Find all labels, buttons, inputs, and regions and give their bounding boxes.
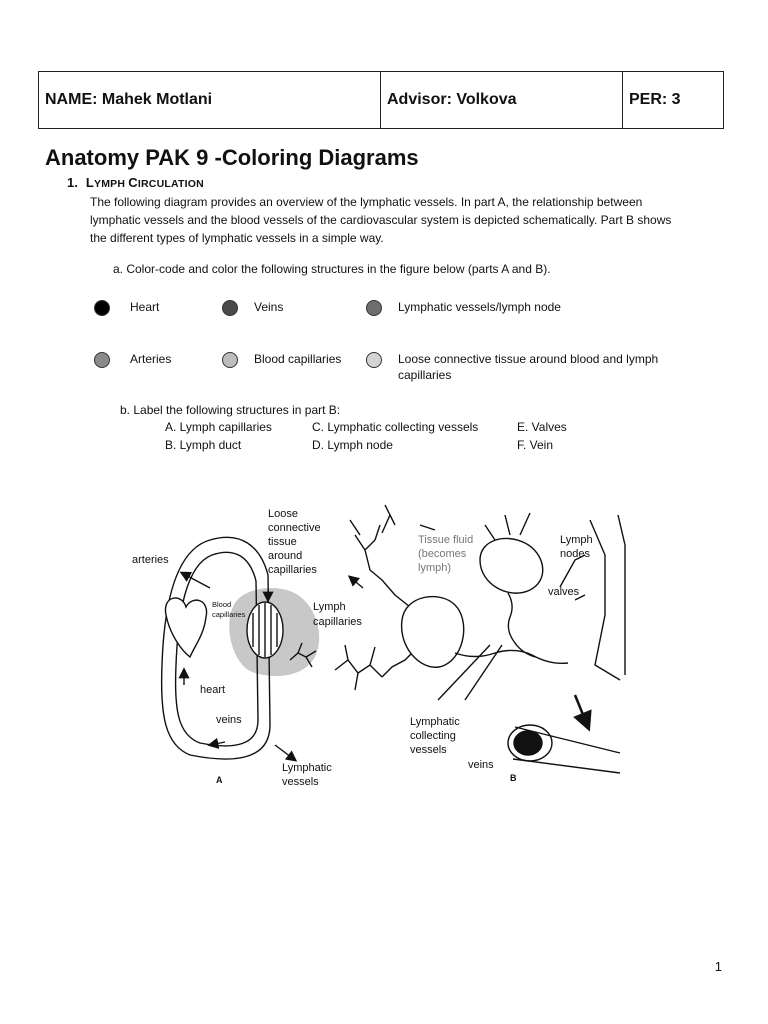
section-number: 1.: [67, 175, 79, 190]
fig-lymph-vessels-2: vessels: [282, 776, 319, 788]
page-title: Anatomy PAK 9 -Coloring Diagrams: [45, 145, 419, 170]
heart-color-swatch: [94, 300, 110, 316]
heading-cap-l: L: [85, 175, 95, 190]
period: PER: 3: [622, 72, 723, 128]
fig-collecting-1: Lymphatic: [410, 716, 460, 728]
label-f: F. Vein: [517, 438, 554, 452]
loose-tissue-color-swatch: [366, 352, 382, 368]
legend-blood-capillaries: Blood capillaries: [254, 352, 342, 366]
fig-loose-line-4: around: [268, 550, 302, 562]
heading-rest-2: IRCULATION: [137, 178, 204, 190]
lymphatic-color-swatch: [366, 300, 382, 316]
fig-collecting-3: vessels: [410, 744, 447, 756]
heading-cap-c: C: [128, 175, 138, 190]
fig-loose-line-2: connective: [268, 522, 321, 534]
fig-loose-line-1: Loose: [268, 508, 298, 520]
fig-tissue-fluid-1: Tissue fluid: [418, 534, 473, 546]
fig-lymph-cap-1: Lymph: [313, 601, 346, 613]
heading-rest-1: YMPH: [94, 178, 129, 190]
fig-veins-a: veins: [216, 714, 242, 726]
section-heading: 1. LYMPH CIRCULATION: [67, 175, 204, 190]
label-d: D. Lymph node: [312, 438, 393, 452]
lymph-circulation-diagram: Loose connective tissue around capillari…: [132, 504, 626, 788]
outer-vessel-loop: [160, 536, 271, 760]
blood-capillaries-color-swatch: [222, 352, 238, 368]
fig-loose-line-5: capillaries: [268, 564, 317, 576]
fig-lymph-nodes-1: Lymph: [560, 534, 593, 546]
fig-lymph-nodes-2: nodes: [560, 548, 590, 560]
fig-tissue-fluid-3: lymph): [418, 562, 451, 574]
fig-blood-cap-1: Blood: [212, 600, 231, 609]
veins-color-swatch: [222, 300, 238, 316]
legend-loose-tissue: Loose connective tissue around blood and…: [398, 352, 659, 382]
main-vein: [589, 514, 626, 681]
page-number: 1: [714, 959, 722, 974]
advisor-name: Advisor: Volkova: [380, 72, 622, 128]
lymph-capillary-upper: [354, 534, 411, 608]
arteries-color-swatch: [94, 352, 110, 368]
legend-heart: Heart: [130, 300, 160, 314]
label-b: B. Lymph duct: [165, 438, 242, 452]
fig-blood-cap-2: capillaries: [212, 610, 246, 619]
label-e: E. Valves: [517, 420, 567, 434]
lymph-node-1: [400, 595, 465, 668]
fig-veins-b: veins: [468, 759, 494, 771]
heart-shape: [164, 597, 208, 659]
legend-arteries: Arteries: [130, 352, 172, 366]
fig-lymph-vessels-1: Lymphatic: [282, 762, 332, 774]
section-paragraph: The following diagram provides an overvi…: [90, 195, 672, 245]
legend-veins: Veins: [254, 300, 284, 314]
fig-collecting-2: collecting: [410, 730, 456, 742]
figure-labels: Loose connective tissue around capillari…: [132, 508, 593, 788]
lymph-capillary-lower: [334, 644, 421, 691]
collecting-vessel: [454, 649, 569, 665]
part-b-instruction: b. Label the following structures in par…: [120, 403, 341, 417]
label-a: A. Lymph capillaries: [165, 420, 272, 434]
part-a-figure: [160, 536, 320, 762]
fig-valves: valves: [548, 586, 580, 598]
fig-heart: heart: [200, 684, 225, 696]
student-name: NAME: Mahek Motlani: [45, 91, 213, 108]
fig-part-b-label: B: [510, 773, 517, 783]
part-a-instruction: a. Color-code and color the following st…: [113, 262, 551, 276]
header-table: NAME: Mahek Motlani Advisor: Volkova PER…: [38, 71, 724, 129]
part-b-figure: [334, 504, 626, 774]
inner-vessel-loop: [174, 551, 259, 747]
fig-part-a-label: A: [216, 775, 223, 785]
fig-lymph-cap-2: capillaries: [313, 616, 362, 628]
lymph-node-2: [479, 537, 544, 594]
legend-lymphatic: Lymphatic vessels/lymph node: [398, 300, 561, 314]
fig-loose-line-3: tissue: [268, 536, 297, 548]
fig-tissue-fluid-2: (becomes: [418, 548, 467, 560]
fig-arteries: arteries: [132, 554, 169, 566]
label-c: C. Lymphatic collecting vessels: [312, 420, 479, 434]
